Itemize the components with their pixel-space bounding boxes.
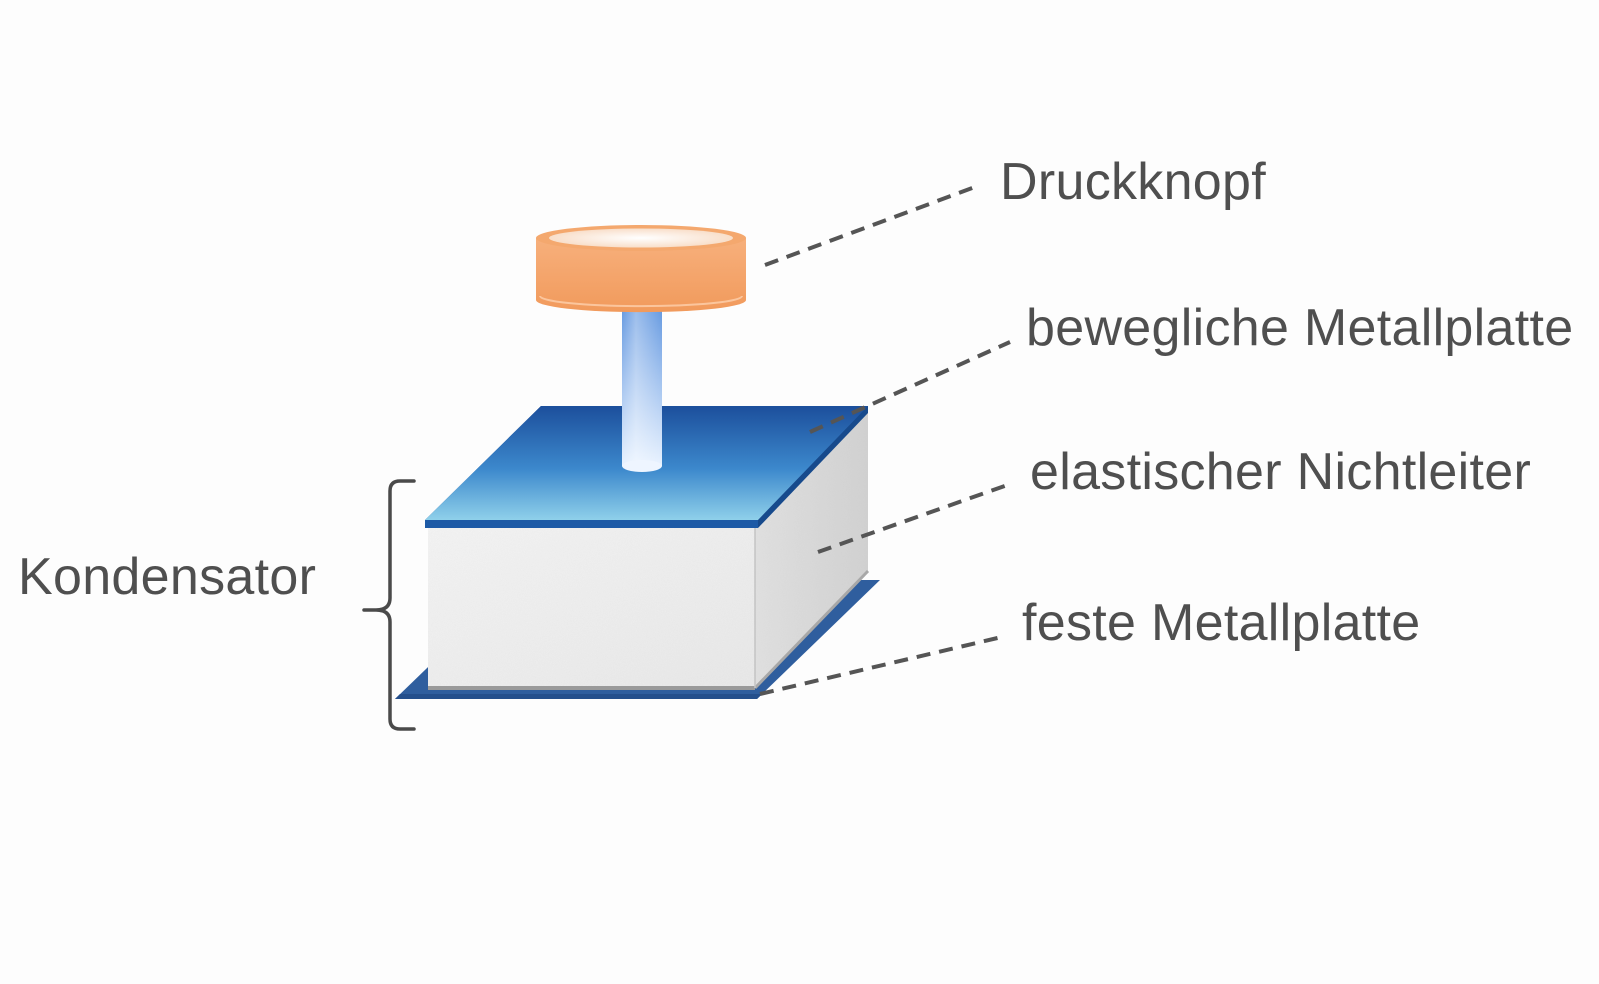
leader-lines: [759, 185, 1014, 696]
elastic-dielectric-block: [428, 412, 870, 690]
button-stem: [622, 300, 662, 472]
leader-line-druckknopf: [764, 185, 976, 267]
label-feste-metallplatte: feste Metallplatte: [1022, 594, 1421, 652]
label-kondensator: Kondensator: [18, 548, 317, 606]
leader-line-bewegliche-metallplatte: [809, 340, 1011, 434]
curly-brace-icon: [362, 479, 416, 731]
label-elastischer-nichtleiter: elastischer Nichtleiter: [1030, 443, 1532, 501]
label-druckknopf: Druckknopf: [1000, 153, 1266, 211]
push-button-knob: [536, 225, 746, 313]
leader-line-feste-metallplatte: [759, 634, 1007, 696]
label-bewegliche-metallplatte: bewegliche Metallplatte: [1026, 299, 1574, 357]
leader-line-elastischer-nichtleiter: [817, 481, 1014, 554]
